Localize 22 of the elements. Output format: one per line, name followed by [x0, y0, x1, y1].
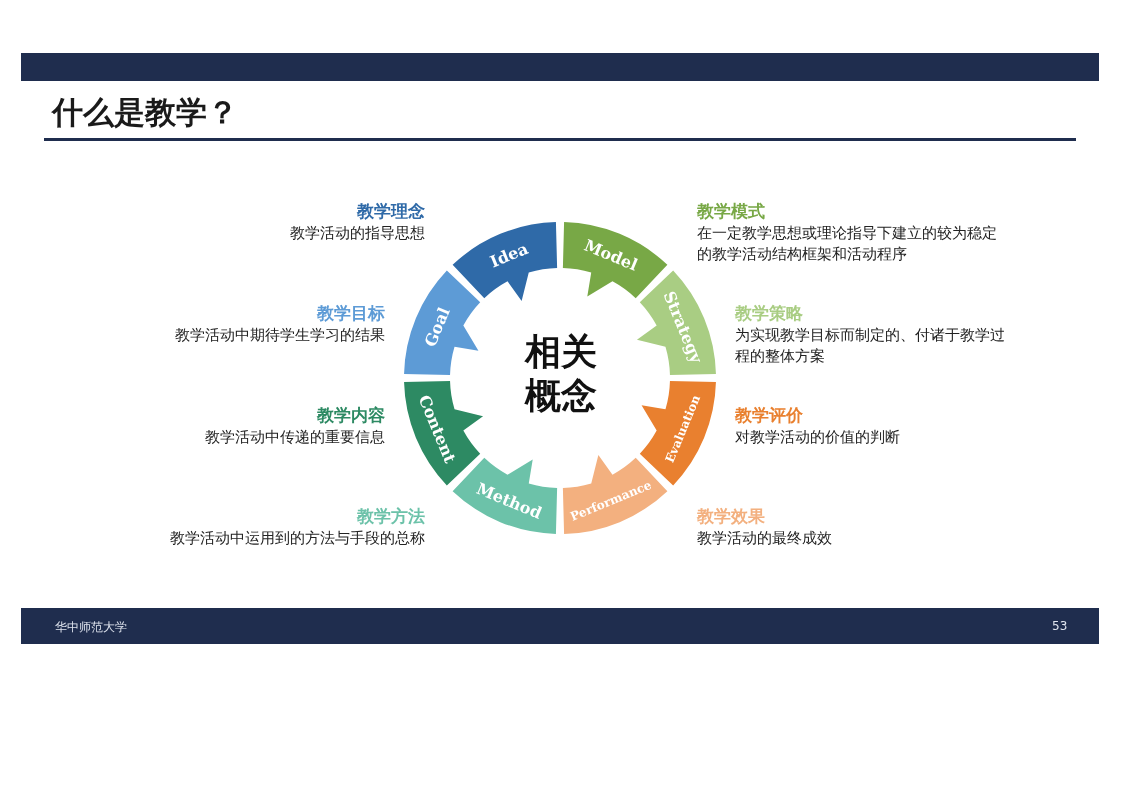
concept-description: 教学活动的指导思想	[290, 223, 425, 244]
concept-heading: 教学模式	[697, 200, 765, 223]
concept-heading: 教学目标	[317, 302, 385, 325]
concept-description: 在一定教学思想或理论指导下建立的较为稳定的教学活动结构框架和活动程序	[697, 223, 998, 265]
slide-title: 什么是教学？	[52, 93, 238, 132]
concept-description: 教学活动中期待学生学习的结果	[175, 325, 385, 346]
concept-description: 对教学活动的价值的判断	[735, 427, 900, 448]
ring-segment: Idea	[452, 222, 558, 302]
footer-text: 华中师范大学	[55, 619, 127, 636]
ring-segment: Goal	[404, 270, 481, 376]
concept-description: 教学活动中传递的重要信息	[205, 427, 385, 448]
center-label: 相关概念	[515, 330, 607, 418]
page-number: 53	[1052, 619, 1068, 633]
concept-heading: 教学效果	[697, 505, 765, 528]
concept-heading: 教学方法	[357, 505, 425, 528]
concept-heading: 教学策略	[735, 302, 803, 325]
concept-description: 教学活动的最终成效	[697, 528, 832, 549]
concept-heading: 教学理念	[357, 200, 425, 223]
concept-description: 为实现教学目标而制定的、付诸于教学过程的整体方案	[735, 325, 1006, 367]
concept-heading: 教学内容	[317, 404, 385, 427]
concept-heading: 教学评价	[735, 404, 803, 427]
concept-description: 教学活动中运用到的方法与手段的总称	[170, 528, 425, 549]
